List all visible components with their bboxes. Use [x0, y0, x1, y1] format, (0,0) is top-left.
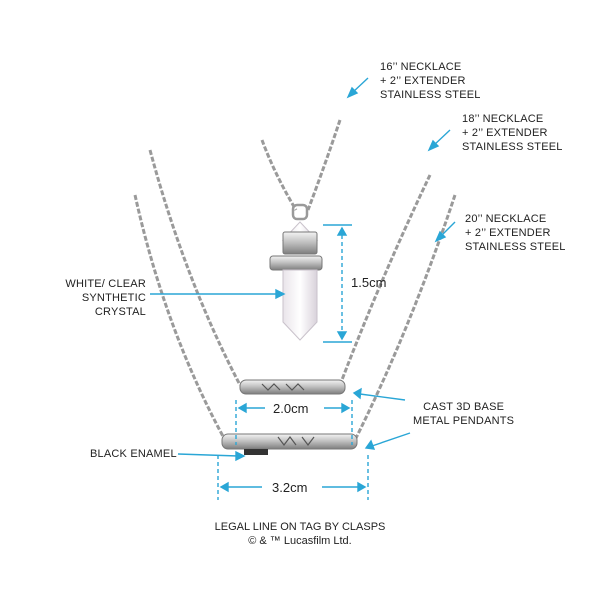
- label-necklace-18: 18’’ NECKLACE + 2’’ EXTENDER STAINLESS S…: [462, 113, 563, 153]
- label-necklace-16: 16’’ NECKLACE + 2’’ EXTENDER STAINLESS S…: [380, 61, 481, 101]
- crystal-pendant: [269, 203, 323, 341]
- chains: [133, 119, 457, 441]
- legal-line-2: © & ™ Lucasfilm Ltd.: [248, 535, 352, 547]
- dimension-bar-large: 3.2cm: [272, 480, 308, 495]
- label-cast-pendants: CAST 3D BASE METAL PENDANTS: [413, 401, 515, 427]
- annotations: [150, 77, 456, 500]
- chain-18: [338, 174, 432, 386]
- legal-line-1: LEGAL LINE ON TAG BY CLASPS: [214, 521, 386, 533]
- label-crystal: WHITE/ CLEAR SYNTHETIC CRYSTAL: [65, 278, 146, 318]
- legal-line: LEGAL LINE ON TAG BY CLASPS © & ™ Lucasf…: [0, 520, 600, 548]
- chain-16: [306, 119, 342, 211]
- chain-16: [260, 139, 298, 211]
- label-necklace-20: 20’’ NECKLACE + 2’’ EXTENDER STAINLESS S…: [465, 213, 566, 253]
- chain-20: [353, 194, 457, 441]
- label-black-enamel: BLACK ENAMEL: [90, 448, 177, 460]
- black-enamel-grip: [244, 449, 268, 455]
- chain-18: [148, 149, 242, 386]
- dimension-crystal-height: 1.5cm: [351, 275, 387, 290]
- chain-20: [133, 194, 227, 441]
- bar-pendant-large: [221, 433, 358, 455]
- bar-pendant-small: [239, 379, 346, 395]
- dimension-bar-small: 2.0cm: [273, 401, 309, 416]
